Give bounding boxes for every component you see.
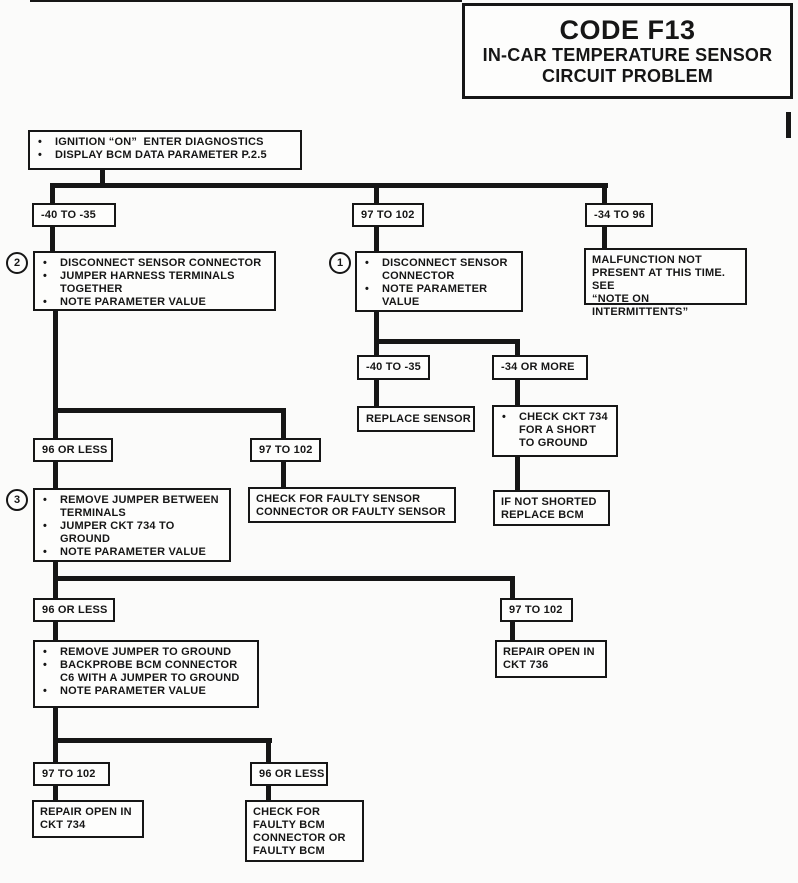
connector-line — [374, 312, 379, 341]
check-faulty-bcm-text: CHECK FOR FAULTY BCM CONNECTOR OR FAULTY… — [253, 806, 346, 857]
connector-line — [515, 344, 520, 355]
connector-line — [602, 186, 607, 204]
check-faulty-bcm-box: CHECK FOR FAULTY BCM CONNECTOR OR FAULTY… — [245, 800, 364, 862]
connector-line — [515, 457, 520, 490]
check-ckt734-text: CHECK CKT 734 FOR A SHORT TO GROUND — [519, 411, 608, 449]
connector-line — [281, 413, 286, 438]
step1-box: • DISCONNECT SENSOR CONNECTOR • NOTE PARAM… — [355, 251, 523, 312]
step-badge-2: 2 — [6, 252, 28, 274]
connector-line — [374, 339, 520, 344]
bullet-icon: • — [43, 646, 48, 658]
connector-line — [53, 622, 58, 640]
step2-item: NOTE PARAMETER VALUE — [60, 296, 206, 308]
malfunction-text: MALFUNCTION NOT PRESENT AT THIS TIME. SE… — [592, 254, 726, 318]
bullet-icon: • — [43, 257, 48, 269]
connector-line — [53, 738, 272, 743]
remove-jumper-item: REMOVE JUMPER TO GROUND — [60, 646, 232, 658]
start-step: IGNITION “ON” ENTER DIAGNOSTICS — [55, 136, 264, 148]
step3-item: JUMPER CKT 734 TO GROUND — [60, 520, 175, 545]
connector-line — [266, 743, 271, 762]
step2-item: DISCONNECT SENSOR CONNECTOR — [60, 257, 262, 269]
connector-line — [510, 622, 515, 640]
connector-line — [53, 562, 58, 578]
bullet-icon: • — [43, 546, 48, 558]
range-label-neg34-or-more: -34 OR MORE — [492, 355, 588, 380]
connector-line — [53, 311, 58, 410]
connector-line — [374, 227, 379, 251]
connector-line — [53, 743, 58, 762]
connector-line — [53, 413, 58, 438]
title-box: CODE F13 IN-CAR TEMPERATURE SENSOR CIRCU… — [462, 3, 793, 99]
step1-item: DISCONNECT SENSOR CONNECTOR — [382, 257, 508, 282]
step-badge-3: 3 — [6, 489, 28, 511]
remove-jumper-item: BACKPROBE BCM CONNECTOR C6 WITH A JUMPER… — [60, 659, 240, 684]
range-label-neg40-neg35-a: -40 TO -35 — [32, 203, 116, 227]
bullet-icon: • — [43, 270, 48, 282]
bullet-icon: • — [365, 283, 370, 295]
range-label-97-102-a: 97 TO 102 — [352, 203, 424, 227]
connector-line — [50, 186, 55, 204]
bullet-icon: • — [43, 685, 48, 697]
range-label-97-102-c: 97 TO 102 — [500, 598, 573, 622]
remove-jumper-box: • REMOVE JUMPER TO GROUND • BACKPROBE BCM … — [33, 640, 259, 708]
range-label-96-or-less-a: 96 OR LESS — [33, 438, 113, 462]
connector-line — [374, 344, 379, 355]
range-label-97-102-b: 97 TO 102 — [250, 438, 321, 462]
step2-item: JUMPER HARNESS TERMINALS TOGETHER — [60, 270, 235, 295]
page-top-border — [30, 0, 462, 2]
start-box: • IGNITION “ON” ENTER DIAGNOSTICS • DISPLA… — [28, 130, 302, 170]
repair-ckt734-box: REPAIR OPEN IN CKT 734 — [32, 800, 144, 838]
step1-item: NOTE PARAMETER VALUE — [382, 283, 488, 308]
repair-ckt736-box: REPAIR OPEN IN CKT 736 — [495, 640, 607, 678]
connector-line — [100, 168, 105, 185]
bullet-icon: • — [365, 257, 370, 269]
page-edge-mark — [786, 112, 791, 138]
remove-jumper-item: NOTE PARAMETER VALUE — [60, 685, 206, 697]
step3-item: NOTE PARAMETER VALUE — [60, 546, 206, 558]
if-not-shorted-text: IF NOT SHORTED REPLACE BCM — [501, 496, 597, 521]
connector-line — [510, 581, 515, 598]
code-subtitle: IN-CAR TEMPERATURE SENSOR CIRCUIT PROBLE… — [482, 45, 773, 86]
range-label-97-102-d: 97 TO 102 — [33, 762, 110, 786]
connector-line — [374, 186, 379, 204]
check-ckt734-box: • CHECK CKT 734 FOR A SHORT TO GROUND — [492, 405, 618, 457]
bullet-icon: • — [43, 659, 48, 671]
check-faulty-sensor-text: CHECK FOR FAULTY SENSOR CONNECTOR OR FAU… — [256, 493, 446, 518]
connector-line — [50, 183, 608, 188]
range-label-96-or-less-b: 96 OR LESS — [33, 598, 115, 622]
check-faulty-sensor-box: CHECK FOR FAULTY SENSOR CONNECTOR OR FAU… — [248, 487, 456, 523]
code-title: CODE F13 — [559, 15, 696, 45]
repair-ckt736-text: REPAIR OPEN IN CKT 736 — [503, 646, 595, 671]
bullet-icon: • — [38, 149, 43, 161]
bullet-icon: • — [43, 296, 48, 308]
malfunction-box: MALFUNCTION NOT PRESENT AT THIS TIME. SE… — [584, 248, 747, 318]
bullet-icon: • — [43, 520, 48, 532]
connector-line — [53, 581, 58, 598]
connector-line — [266, 786, 271, 800]
if-not-shorted-box: IF NOT SHORTED REPLACE BCM — [493, 490, 610, 526]
connector-line — [53, 786, 58, 800]
connector-line — [53, 462, 58, 488]
step3-box: • REMOVE JUMPER BETWEEN TERMINALS • JUMPER… — [33, 488, 231, 562]
bullet-icon: • — [43, 494, 48, 506]
start-step: DISPLAY BCM DATA PARAMETER P.2.5 — [55, 149, 267, 161]
step3-item: REMOVE JUMPER BETWEEN TERMINALS — [60, 494, 219, 519]
connector-line — [374, 380, 379, 406]
connector-line — [515, 380, 520, 405]
range-label-96-or-less-c: 96 OR LESS — [250, 762, 328, 786]
connector-line — [53, 408, 286, 413]
step2-box: • DISCONNECT SENSOR CONNECTOR • JUMPER HAR… — [33, 251, 276, 311]
repair-ckt734-text: REPAIR OPEN IN CKT 734 — [40, 806, 132, 831]
connector-line — [602, 227, 607, 248]
range-label-neg34-96: -34 TO 96 — [585, 203, 653, 227]
connector-line — [281, 462, 286, 487]
bullet-icon: • — [38, 136, 43, 148]
range-label-neg40-neg35-b: -40 TO -35 — [357, 355, 430, 380]
connector-line — [50, 227, 55, 251]
bullet-icon: • — [502, 411, 507, 423]
connector-line — [53, 708, 58, 740]
step-badge-1: 1 — [329, 252, 351, 274]
connector-line — [53, 576, 515, 581]
replace-sensor-box: REPLACE SENSOR — [357, 406, 475, 432]
